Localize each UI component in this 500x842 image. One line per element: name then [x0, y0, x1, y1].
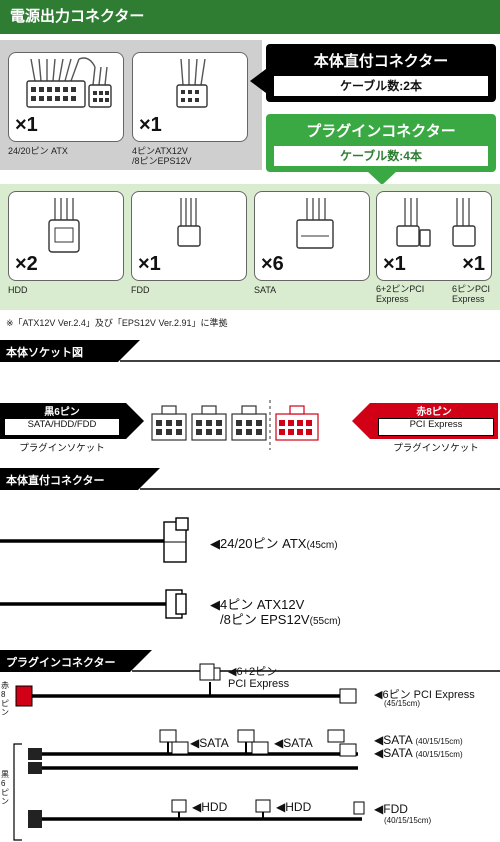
qty-pci-62: ×1 — [383, 253, 406, 275]
fdd-label: ◀FDD — [374, 802, 408, 816]
black-socket-line1: SATA/HDD/FDD — [27, 419, 97, 430]
black-socket-line2: プラグインソケット — [19, 443, 105, 454]
callout-plugin-sub: ケーブル数:4本 — [274, 146, 488, 166]
card-atx: ×1 — [8, 52, 124, 142]
eps-label-1-text: 4ピン ATX12V — [220, 597, 305, 612]
atx-cable — [0, 517, 189, 563]
atx-label: ◀24/20ピン ATX(45cm) — [210, 536, 338, 551]
caption-eps-1: 4ピンATX12V — [132, 146, 188, 156]
callout-plugin: プラグインコネクター ケーブル数:4本 — [266, 114, 496, 172]
qty-hdd: ×2 — [15, 253, 38, 275]
caption-pci-62-1: 6+2ピンPCI — [376, 284, 425, 294]
hdd-label-a: ◀HDD — [192, 800, 228, 814]
section-title-socket: 本体ソケット図 — [6, 347, 83, 359]
socket-diagram — [151, 400, 319, 450]
hdd-connector-icon — [48, 198, 80, 253]
pci-cable — [15, 663, 357, 707]
eps-connector-icon — [176, 58, 208, 108]
caption-fdd: FDD — [131, 285, 150, 295]
red-socket-line1: PCI Express — [409, 419, 463, 430]
red-socket-line2: プラグインソケット — [393, 443, 479, 454]
qty-sata: ×6 — [261, 253, 284, 275]
sata-cable — [28, 729, 358, 774]
sata-label-a-text: SATA — [199, 736, 229, 750]
page-title: 電源出力コネクター — [0, 0, 500, 34]
eps-label-2-text: /8ピン EPS12V — [220, 612, 310, 627]
sata-right-2-text: SATA — [383, 746, 413, 760]
pci6-label-text: 6ピン PCI Express — [382, 689, 475, 701]
sata-right-1-text: SATA — [383, 733, 413, 747]
eps-length: (55cm) — [309, 616, 341, 627]
section-title-direct: 本体直付コネクター — [6, 475, 105, 487]
sata-right-2-length: (40/15/15cm) — [415, 750, 463, 759]
caption-pci-62-2: Express — [376, 294, 409, 304]
sata-right-1-length: (40/15/15cm) — [415, 737, 463, 746]
fdd-connector-icon — [177, 198, 201, 247]
callout-arrow-direct — [250, 66, 270, 96]
hdd-fdd-cable — [28, 799, 365, 828]
section-slant-plugin — [130, 650, 500, 672]
card-hdd: ×2 — [8, 191, 124, 281]
black6-side-label: 黒6ピン — [1, 770, 9, 806]
red8-side-label: 赤8ピン — [1, 681, 9, 717]
section-title-plugin: プラグインコネクター — [6, 657, 116, 669]
caption-pci-6-2: Express — [452, 294, 485, 304]
sata-label-b-text: SATA — [283, 736, 313, 750]
pci-connector-icon — [396, 198, 476, 247]
qty-pci-6: ×1 — [462, 253, 485, 275]
qty-fdd: ×1 — [138, 253, 161, 275]
section-slant-direct — [138, 468, 500, 490]
caption-eps-2: /8ピンEPS12V — [132, 156, 192, 166]
card-sata: ×6 — [254, 191, 370, 281]
caption-sata: SATA — [254, 285, 277, 295]
callout-direct: 本体直付コネクター ケーブル数:2本 — [266, 44, 496, 102]
hdd-label-a-text: HDD — [201, 800, 228, 814]
section-slant-socket — [118, 340, 500, 362]
caption-pci-6-1: 6ピンPCI — [452, 284, 491, 294]
card-fdd: ×1 — [131, 191, 247, 281]
callout-plugin-title: プラグインコネクター — [306, 123, 456, 140]
atx-connector-icon — [26, 57, 112, 108]
pci62-label-2: PCI Express — [228, 678, 290, 690]
pci6-label: ◀6ピン PCI Express — [374, 689, 475, 701]
pci62-label-1: 6+2ピン — [236, 666, 278, 678]
black-socket-title: 黒6ピン — [44, 407, 80, 418]
eps-cable — [0, 589, 187, 619]
atx-label-text: 24/20ピン ATX — [220, 536, 307, 551]
callout-direct-title: 本体直付コネクター — [313, 53, 449, 70]
qty-eps: ×1 — [139, 114, 162, 136]
sata-label-a: ◀SATA — [190, 736, 229, 750]
eps-label-1: ◀4ピン ATX12V — [210, 597, 305, 612]
callout-direct-sub: ケーブル数:2本 — [274, 76, 488, 96]
compliance-note: ※「ATX12V Ver.2.4」及び「EPS12V Ver.2.91」に準拠 — [6, 318, 228, 328]
hdd-label-b-text: HDD — [285, 800, 312, 814]
sata-right-2: ◀SATA (40/15/15cm) — [374, 746, 463, 760]
fdd-label-text: FDD — [383, 802, 408, 816]
black-socket-box: SATA/HDD/FDD — [4, 418, 120, 436]
red-socket-title: 赤8ピン — [416, 407, 452, 418]
red-socket-box: PCI Express — [378, 418, 494, 436]
pci6-length: (45/15cm) — [384, 699, 421, 708]
caption-hdd: HDD — [8, 285, 28, 295]
sata-label-b: ◀SATA — [274, 736, 313, 750]
card-pci: ×1 ×1 — [376, 191, 492, 281]
eps-label-2: /8ピン EPS12V(55cm) — [220, 609, 341, 628]
qty-atx: ×1 — [15, 114, 38, 136]
sata-connector-icon — [296, 198, 334, 249]
fdd-length: (40/15/15cm) — [384, 816, 432, 825]
hdd-label-b: ◀HDD — [276, 800, 312, 814]
atx-length: (45cm) — [306, 540, 338, 551]
callout-arrow-plugin — [367, 171, 397, 185]
card-eps: ×1 — [132, 52, 248, 142]
sata-right-1: ◀SATA (40/15/15cm) — [374, 733, 463, 747]
caption-atx: 24/20ピン ATX — [8, 146, 68, 156]
